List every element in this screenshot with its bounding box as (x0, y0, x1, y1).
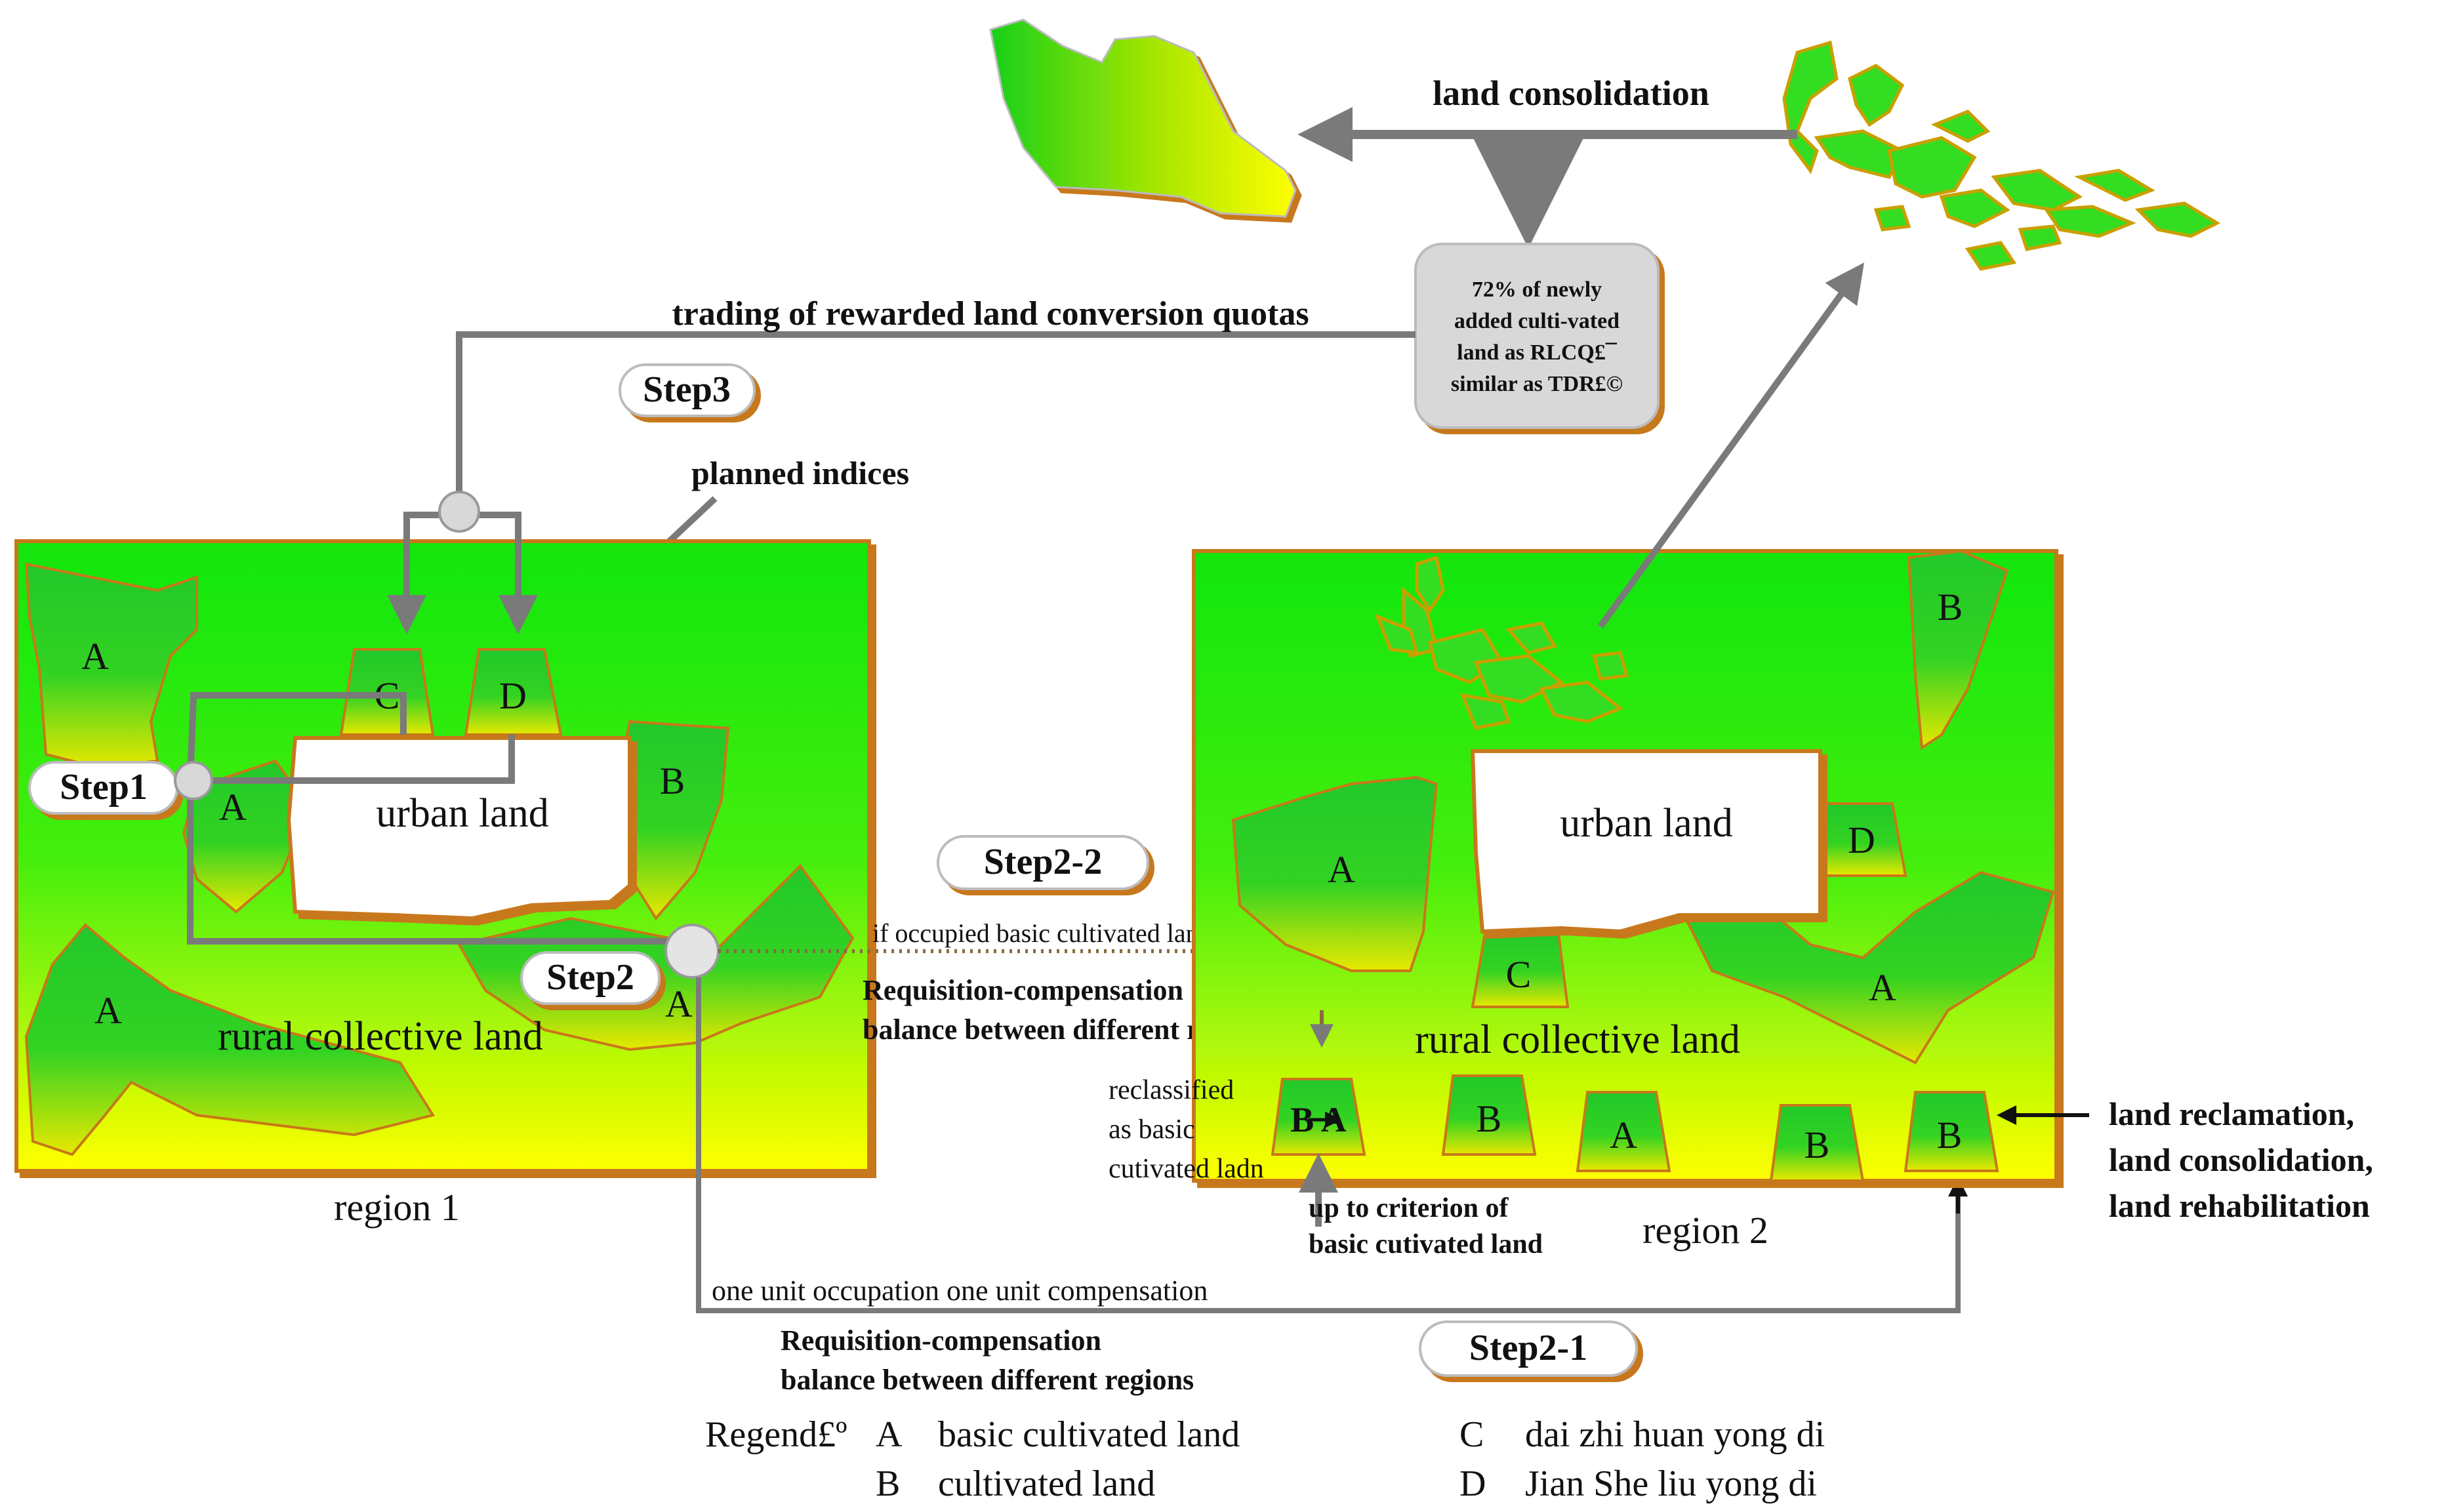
quota-line-1: 72% of newly (1472, 277, 1602, 302)
region-1-caption: region 1 (334, 1186, 460, 1229)
occupied-label: if occupied basic cultivated land (872, 918, 1212, 948)
region-2-plot-b3 (1904, 1091, 1999, 1172)
quota-line-3: land as RLCQ£¯ (1457, 340, 1618, 365)
region-1-label-a1: A (81, 635, 109, 678)
step2-1-label: Step2-1 (1469, 1328, 1587, 1368)
region-1-rural-label: rural collective land (218, 1014, 543, 1059)
reclamation-line-1: land reclamation, (2109, 1095, 2354, 1132)
region-1-label-a3: A (94, 989, 122, 1032)
region-2-label-b-top: B (1938, 586, 1963, 628)
region-2-plot-a (1576, 1091, 1671, 1172)
planned-indices-label: planned indices (691, 455, 909, 491)
region-2-plot-b2 (1769, 1104, 1865, 1182)
step2-2-label: Step2-2 (984, 842, 1102, 882)
region-1-plot-d (464, 648, 563, 736)
legend-b-key: B (876, 1463, 900, 1504)
region-2-patch-a-left (1231, 775, 1438, 972)
legend-b-text: cultivated land (938, 1463, 1155, 1504)
step3-label: Step3 (643, 369, 731, 410)
region-1-label-a4: A (665, 983, 693, 1025)
region-2-label-b2: B (1804, 1124, 1830, 1166)
quota-line-4: similar as TDR£© (1451, 372, 1623, 396)
region-2-plot-ba (1271, 1078, 1366, 1156)
trading-quota-label: trading of rewarded land conversion quot… (672, 295, 1309, 333)
region-2-patch-a-right (1677, 870, 2055, 1065)
reclamation-line-2: land consolidation, (2109, 1141, 2373, 1178)
region-2-label-b3: B (1937, 1114, 1963, 1156)
legend-c-text: dai zhi huan yong di (1525, 1414, 1825, 1455)
legend-title: Regend£º (705, 1414, 847, 1455)
quota-line-2: added culti-vated (1454, 309, 1620, 333)
region-2-fragmented-land (1374, 555, 1629, 730)
legend-d-key: D (1459, 1463, 1486, 1504)
reclassified-line-1: reclassified (1109, 1075, 1234, 1105)
region-2-label-a2: A (1869, 966, 1896, 1009)
region-1-label-d: D (499, 674, 527, 717)
region-2-label-d: D (1848, 819, 1875, 861)
legend-a-key: A (876, 1414, 903, 1455)
bottom-req-comp-1: Requisition-compensation (781, 1324, 1101, 1357)
quota-box-text: 72% of newly added culti-vated land as R… (1451, 277, 1623, 396)
region-1-urban-label: urban land (376, 791, 548, 836)
region-2-urban-label: urban land (1560, 801, 1732, 846)
legend-d-text: Jian She liu yong di (1525, 1463, 1817, 1504)
region-1-patch-a-topleft (24, 562, 198, 769)
reclassified-line-3: cutivated ladn (1109, 1154, 1264, 1184)
step3-badge (619, 363, 756, 417)
criterion-line-2: basic cutivated land (1309, 1229, 1543, 1259)
bottom-req-comp-2: balance between different regions (781, 1364, 1194, 1396)
trading-quota-line (456, 331, 1416, 505)
region-2-urban-land (1470, 749, 1822, 934)
region-2: B A A D C B A B B B A urban land rural c… (1192, 549, 2058, 1183)
consolidated-land-map-icon (989, 18, 1297, 218)
region-2-rural-label: rural collective land (1415, 1017, 1740, 1062)
region-1-label-a2: A (219, 786, 247, 828)
step1-label: Step1 (60, 767, 148, 807)
region-1-label-b: B (660, 760, 685, 802)
step2-2-badge (937, 835, 1149, 890)
quota-box (1414, 243, 1660, 429)
middle-req-comp-1: Requisition-compensation (863, 974, 1183, 1006)
region-2-label-c: C (1506, 953, 1532, 996)
region-1-patch-a-left (182, 759, 310, 914)
step2-1-badge (1419, 1320, 1638, 1377)
legend: Regend£º A basic cultivated land B culti… (705, 1414, 1825, 1504)
step2-node (664, 924, 720, 979)
step2-badge (520, 951, 661, 1005)
region-2-label-b1: B (1477, 1097, 1502, 1140)
step2-1-compensation-line (696, 977, 1961, 1313)
region-2-caption: region 2 (1642, 1209, 1768, 1252)
region-1-patch-a-bottomleft (24, 923, 436, 1156)
one-unit-label: one unit occupation one unit compensatio… (712, 1275, 1208, 1307)
region-2-plot-b1 (1441, 1074, 1537, 1156)
land-consolidation-label: land consolidation (1433, 73, 1709, 113)
legend-a-text: basic cultivated land (938, 1414, 1240, 1455)
step1-node (174, 761, 213, 800)
reclamation-line-3: land rehabilitation (2109, 1187, 2370, 1224)
criterion-line-1: up to criterion of (1309, 1193, 1509, 1223)
reclassified-line-2: as basic (1109, 1114, 1195, 1145)
fragmented-land-map-icon (1782, 40, 2221, 271)
trading-split-node (438, 491, 480, 533)
step2-label: Step2 (546, 957, 634, 998)
region-1: A A A A B C D urban land rural collectiv… (14, 539, 871, 1173)
region-2-label-a: A (1610, 1114, 1637, 1156)
fragments-to-map-arrow (1597, 262, 1865, 628)
region-2-patch-b-top (1907, 549, 2009, 750)
region-2-label-a1: A (1328, 848, 1355, 891)
legend-c-key: C (1459, 1414, 1484, 1455)
